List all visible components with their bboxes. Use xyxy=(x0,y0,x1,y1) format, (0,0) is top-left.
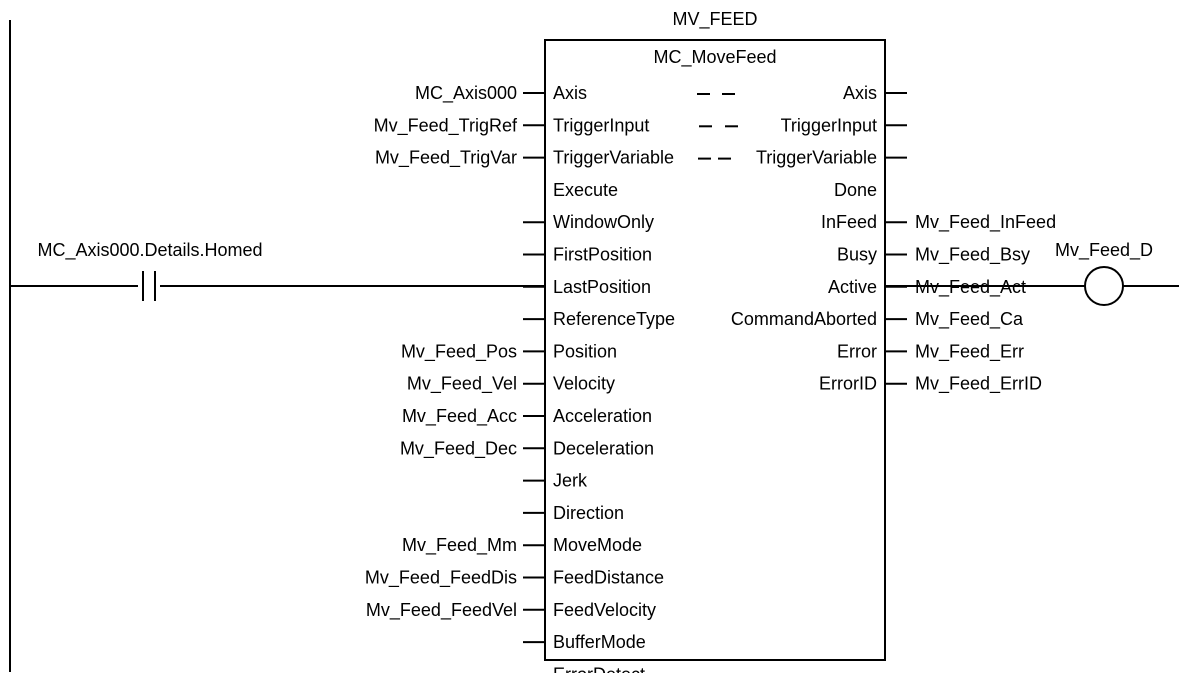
input-variable: Mv_Feed_FeedVel xyxy=(366,600,517,621)
input-variable: Mv_Feed_Dec xyxy=(400,438,517,459)
output-label: InFeed xyxy=(821,212,877,232)
inout-output-label: TriggerVariable xyxy=(756,148,877,168)
function-block-box xyxy=(544,39,886,661)
output-variable: Mv_Feed_InFeed xyxy=(915,212,1056,233)
output-label: Done xyxy=(834,180,877,200)
input-variable: Mv_Feed_Mm xyxy=(402,535,517,556)
input-label: Velocity xyxy=(553,374,615,394)
coil-variable: Mv_Feed_D xyxy=(1055,240,1153,261)
input-label: ErrorDetect xyxy=(553,664,645,673)
inout-left-variable: Mv_Feed_TrigRef xyxy=(374,115,518,136)
output-label: Active xyxy=(828,277,877,297)
inout-input-label: TriggerInput xyxy=(553,115,649,135)
inout-left-variable: MC_Axis000 xyxy=(415,83,517,104)
function-block-type: MC_MoveFeed xyxy=(653,47,776,68)
output-label: ErrorID xyxy=(819,374,877,394)
output-label: CommandAborted xyxy=(731,309,877,329)
instance-name: MV_FEED xyxy=(672,9,757,30)
input-label: LastPosition xyxy=(553,277,651,297)
contact-variable: MC_Axis000.Details.Homed xyxy=(37,240,262,261)
inout-output-label: TriggerInput xyxy=(781,115,877,135)
output-variable: Mv_Feed_Act xyxy=(915,277,1026,298)
inout-left-variable: Mv_Feed_TrigVar xyxy=(375,148,517,169)
input-variable: Mv_Feed_FeedDis xyxy=(365,568,517,589)
output-variable: Mv_Feed_ErrID xyxy=(915,374,1042,395)
input-label: ReferenceType xyxy=(553,309,675,329)
input-label: MoveMode xyxy=(553,535,642,555)
input-variable: Mv_Feed_Pos xyxy=(401,341,517,362)
inout-input-label: TriggerVariable xyxy=(553,148,674,168)
input-label: BufferMode xyxy=(553,632,646,652)
output-label: Busy xyxy=(837,245,877,265)
inout-input-label: Axis xyxy=(553,83,587,103)
input-label: WindowOnly xyxy=(553,212,654,232)
contact-no xyxy=(138,270,160,302)
input-label: FirstPosition xyxy=(553,245,652,265)
input-label: Deceleration xyxy=(553,438,654,458)
input-label: FeedVelocity xyxy=(553,600,656,620)
input-label: FeedDistance xyxy=(553,568,664,588)
input-label: Execute xyxy=(553,180,618,200)
input-label: Direction xyxy=(553,503,624,523)
output-coil xyxy=(1084,266,1124,306)
input-variable: Mv_Feed_Acc xyxy=(402,406,517,427)
output-variable: Mv_Feed_Bsy xyxy=(915,245,1030,266)
input-label: Acceleration xyxy=(553,406,652,426)
output-variable: Mv_Feed_Err xyxy=(915,341,1024,362)
input-label: Jerk xyxy=(553,471,588,491)
output-label: Error xyxy=(837,341,877,361)
inout-output-label: Axis xyxy=(843,83,877,103)
output-variable: Mv_Feed_Ca xyxy=(915,309,1024,330)
input-label: Position xyxy=(553,341,617,361)
input-variable: Mv_Feed_Vel xyxy=(407,374,517,395)
